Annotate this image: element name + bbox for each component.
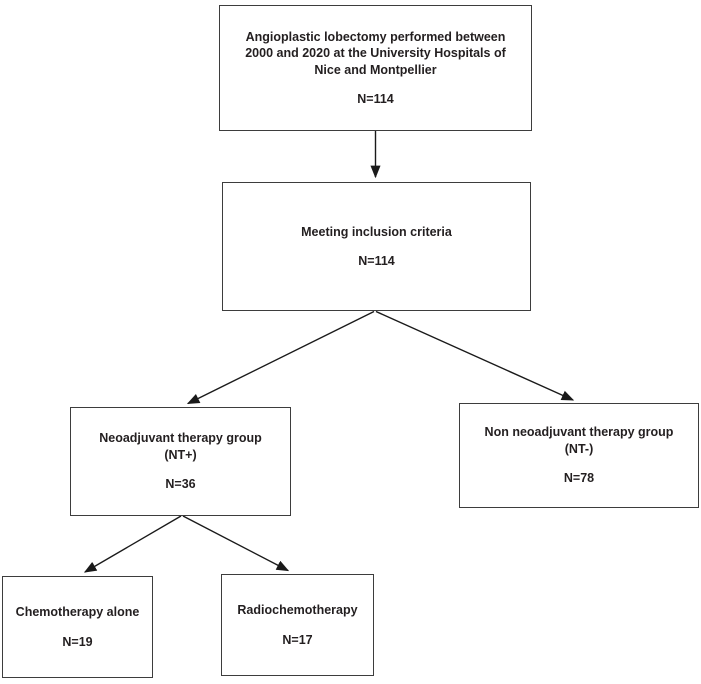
node-nt-minus-label-line: Non neoadjuvant therapy group [484,425,674,440]
node-chemo-alone-count: N=19 [62,634,93,649]
node-nt-plus-label: Neoadjuvant therapy group (NT+) [99,430,262,463]
node-inclusion: Meeting inclusion criteria N=114 [222,182,531,311]
node-cohort-label: Angioplastic lobectomy performed between… [245,29,506,79]
node-inclusion-label-line: Meeting inclusion criteria [301,224,452,239]
node-inclusion-label: Meeting inclusion criteria [301,224,452,241]
node-cohort: Angioplastic lobectomy performed between… [219,5,532,131]
arrow-inclusion-to-nt-minus [375,310,575,401]
node-radiochemo-label-line: Radiochemotherapy [237,603,358,617]
node-cohort-label-line: Nice and Montpellier [314,62,437,77]
node-chemo-alone-label: Chemotherapy alone [16,604,140,621]
node-nt-minus-label: Non neoadjuvant therapy group (NT-) [485,424,674,457]
arrow-nt-plus-to-radiochemo [182,515,290,572]
node-radiochemo-count: N=17 [282,632,313,647]
node-nt-minus-count: N=78 [563,471,595,486]
node-nt-minus: Non neoadjuvant therapy group (NT-) N=78 [459,403,699,508]
node-chemo-alone: Chemotherapy alone N=19 [2,576,153,678]
node-nt-plus: Neoadjuvant therapy group (NT+) N=36 [70,407,291,516]
node-cohort-label-line: 2000 and 2020 at the University Hospital… [245,46,506,60]
node-cohort-count: N=114 [357,92,394,106]
node-nt-plus-label-line: Neoadjuvant therapy group [99,431,262,446]
node-inclusion-count: N=114 [358,254,395,268]
node-cohort-label-line: Angioplastic lobectomy performed between [245,29,506,44]
node-radiochemo-label: Radiochemotherapy [237,602,357,619]
node-radiochemo: Radiochemotherapy N=17 [221,574,374,676]
node-nt-plus-count: N=36 [165,477,196,492]
arrow-nt-plus-to-chemo-alone [83,515,182,573]
node-chemo-alone-label-line: Chemotherapy alone [15,605,140,619]
node-nt-plus-label-line: (NT+) [164,447,197,462]
arrow-inclusion-to-nt-plus [186,310,375,405]
node-nt-minus-label-line: (NT-) [564,441,594,456]
